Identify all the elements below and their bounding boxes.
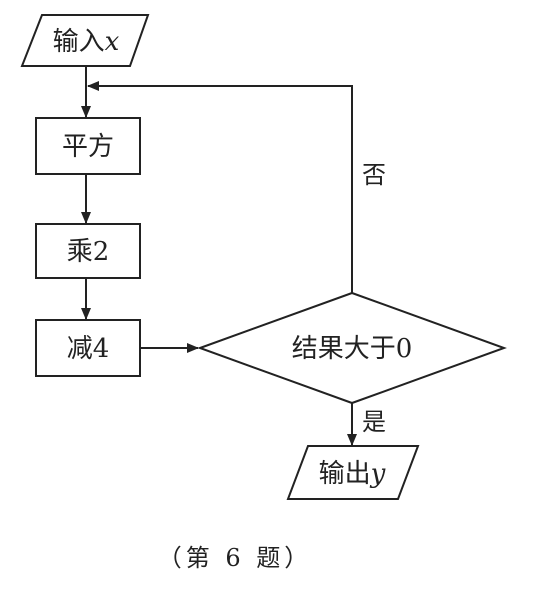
figure-caption: （第 6 题）: [157, 544, 313, 572]
svg-text:输入x: 输入x: [53, 27, 120, 57]
output-node: 输出y: [286, 445, 420, 500]
input-node: 输入x: [20, 14, 150, 67]
input-node-label: 输入: [53, 27, 105, 57]
square-node: 平方: [35, 117, 141, 175]
square-node-label: 平方: [62, 132, 114, 162]
multiply-node-label: 乘2: [67, 237, 110, 267]
output-node-label: 输出: [319, 459, 371, 489]
decision-node-label: 结果大于0: [292, 334, 413, 364]
no-label: 否: [362, 161, 386, 189]
input-node-variable: x: [105, 27, 120, 57]
output-node-variable: y: [370, 459, 386, 489]
subtract-node-label: 减4: [67, 334, 110, 364]
yes-label: 是: [362, 408, 386, 436]
svg-text:输出y: 输出y: [319, 459, 386, 489]
decision-node: 结果大于0: [197, 291, 507, 405]
multiply-node: 乘2: [35, 223, 141, 279]
arrow-decision-loop-back: [87, 81, 353, 293]
subtract-node: 减4: [35, 319, 141, 377]
